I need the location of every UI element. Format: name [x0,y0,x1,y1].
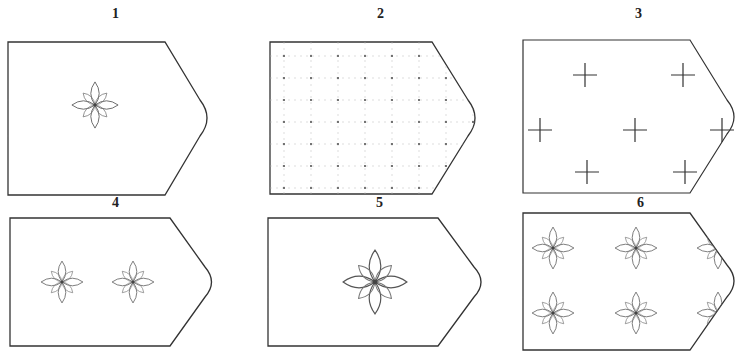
grid-dot [283,77,285,79]
grid-dot [337,121,339,123]
grid-dot [337,143,339,145]
grid-dot [364,55,366,57]
grid-dot [391,121,393,123]
grid-dot [445,143,447,145]
grid-dot [472,187,474,189]
grid-dot [337,55,339,57]
grid-dot [418,99,420,101]
grid-dot [310,121,312,123]
grid-dot [445,121,447,123]
grid-line [338,42,339,194]
grid-dot [337,99,339,101]
grid-dot [283,187,285,189]
grid-line [270,188,482,189]
grid-dot [364,143,366,145]
callout-number: 2 [377,6,384,22]
grid-dot [283,165,285,167]
grid-dot [391,143,393,145]
grid-line [270,78,482,79]
grid-line [270,144,482,145]
grid-dot [472,55,474,57]
grid-dot [337,77,339,79]
grid-dot [391,165,393,167]
grid-dot [445,187,447,189]
grid-line [270,166,482,167]
grid-dot [364,99,366,101]
grid-dot [283,121,285,123]
grid-line [365,42,366,194]
grid-dot [310,77,312,79]
grid-dot [418,55,420,57]
grid-dot [364,187,366,189]
grid-line [270,56,482,57]
grid-dot [283,55,285,57]
grid-dot [364,121,366,123]
grid-dot [472,99,474,101]
grid-dot [337,187,339,189]
grid-dot [445,55,447,57]
callout-number: 5 [376,195,383,211]
grid-dot [391,77,393,79]
grid-line [270,100,482,101]
grid-line [473,42,474,194]
grid-line [419,42,420,194]
grid-line [311,42,312,194]
grid-line [284,42,285,194]
grid-dot [310,143,312,145]
callout-number: 4 [112,195,119,211]
grid-dot [337,165,339,167]
grid-dot [445,77,447,79]
grid-dot [418,121,420,123]
board-2 [270,42,482,194]
board-4 [10,218,212,346]
grid-dot [310,55,312,57]
grid-dot [418,165,420,167]
grid-dot [364,165,366,167]
board-5 [268,218,481,346]
grid-dot [283,99,285,101]
grid-line [446,42,447,194]
callout-number: 1 [112,6,119,22]
grid-dot [391,55,393,57]
grid-dot [391,187,393,189]
grid-dot [418,143,420,145]
grid-dot [310,187,312,189]
grid-dot [310,99,312,101]
grid-dot [472,77,474,79]
grid-line [270,122,482,123]
board-1 [8,42,207,195]
grid-dot [445,99,447,101]
grid-dot [472,165,474,167]
callout-number: 6 [637,195,644,211]
grid-dot [283,143,285,145]
board-3 [523,40,734,193]
grid-dot [391,99,393,101]
callout-number: 3 [635,6,642,22]
grid-line [392,42,393,194]
board-6 [523,213,739,350]
grid-dot [364,77,366,79]
grid-dot [418,187,420,189]
grid-dot [472,121,474,123]
grid-dot [418,77,420,79]
grid-dot [472,143,474,145]
grid-dot [310,165,312,167]
grid-dot [445,165,447,167]
